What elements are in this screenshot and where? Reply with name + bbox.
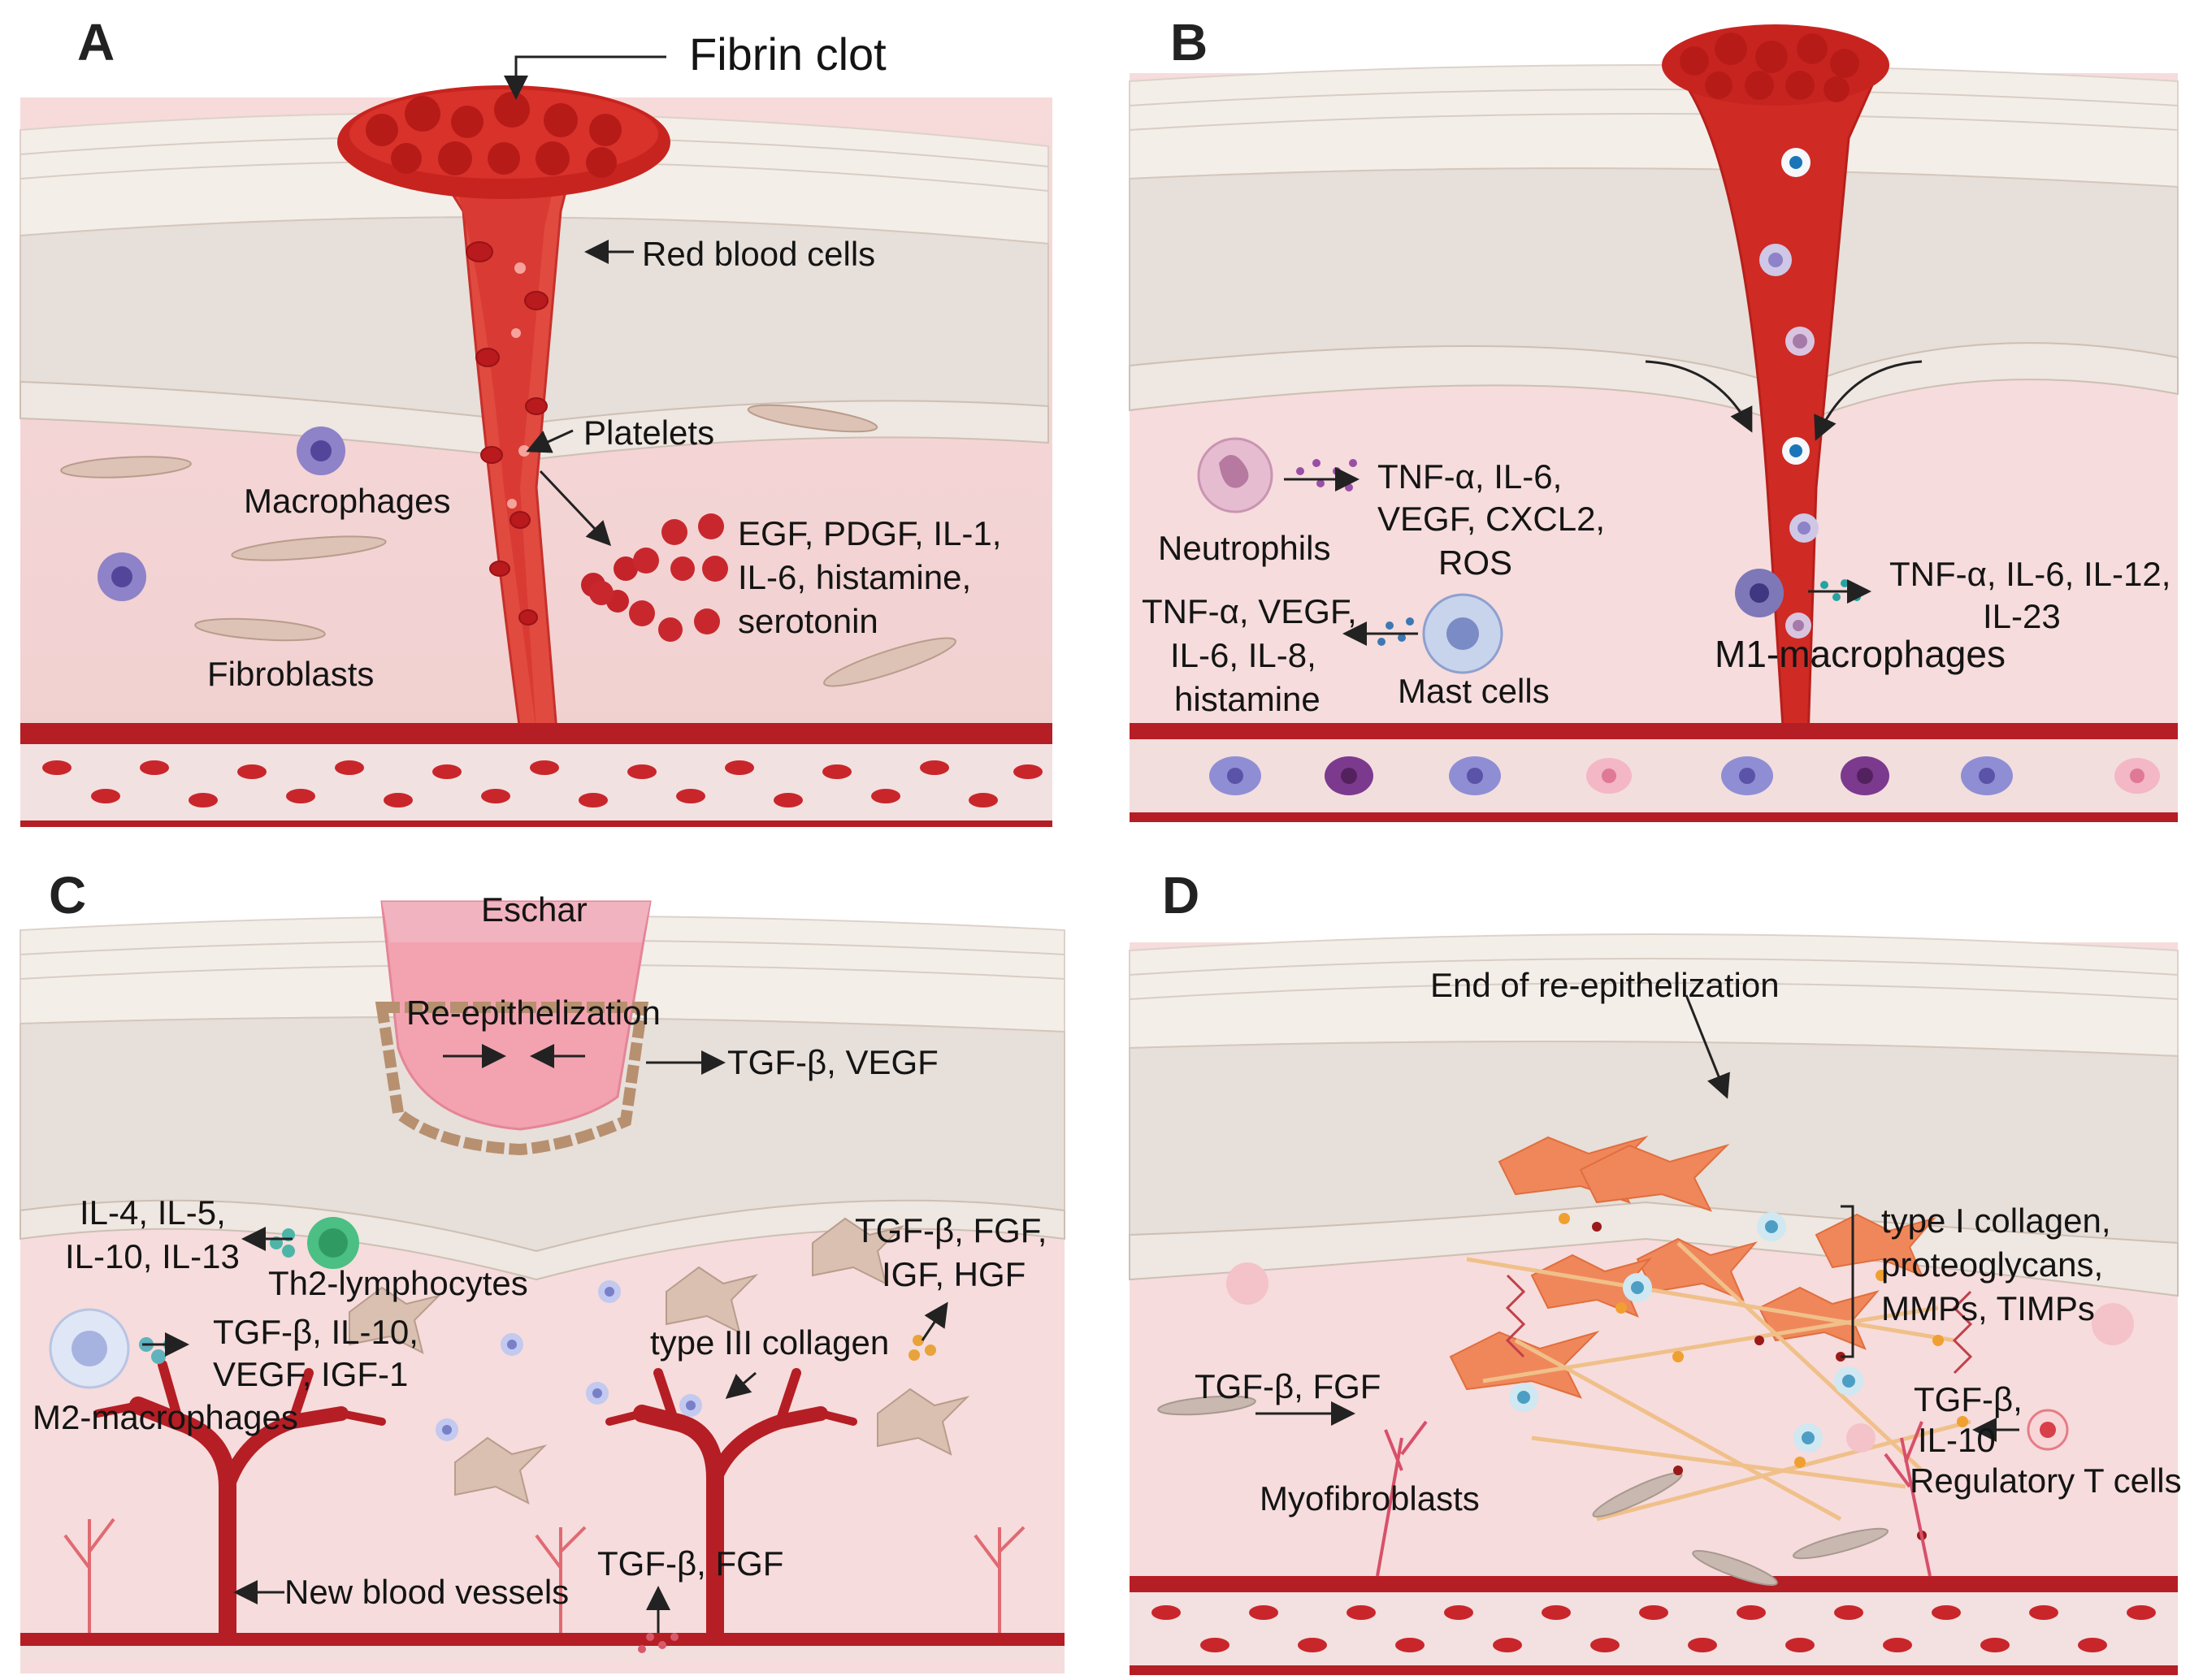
label-fibroblasts: Fibroblasts: [207, 655, 375, 693]
label-c-tgf-fgf: TGF-β, FGF: [597, 1544, 784, 1583]
panel-c: C Eschar Re-epithelization TGF-β, VEGF I…: [0, 853, 1081, 1680]
label-b-mast-factors-3: histamine: [1174, 680, 1321, 718]
label-end-reepithelization: End of re-epithelization: [1430, 966, 1780, 1004]
label-reepithelization: Re-epithelization: [406, 994, 661, 1032]
label-platelets: Platelets: [583, 414, 715, 452]
label-d-treg-factors-1: TGF-β,: [1914, 1380, 2023, 1418]
label-c-th2-factors-1: IL-4, IL-5,: [80, 1193, 226, 1232]
label-c-m2-factors-2: VEGF, IGF-1: [213, 1355, 409, 1393]
panel-label-c: C: [49, 866, 87, 924]
panel-b: B Neutrophils TNF-α, IL-6, VEGF, CXCL2, …: [1109, 0, 2190, 829]
panel-label-a: A: [77, 13, 115, 71]
label-eschar: Eschar: [481, 890, 588, 929]
panel-d: D End of re-epithelization type I collag…: [1109, 853, 2190, 1680]
label-d-ecm-3: MMPs, TIMPs: [1881, 1289, 2095, 1327]
label-b-neut-factors-1: TNF-α, IL-6,: [1377, 457, 1563, 496]
label-red-blood-cells: Red blood cells: [642, 235, 876, 273]
label-b-neut-factors-2: VEGF, CXCL2,: [1377, 500, 1606, 538]
label-macrophages: Macrophages: [244, 482, 451, 520]
label-regulatory-t-cells: Regulatory T cells: [1910, 1461, 2182, 1500]
label-b-m1-factors-2: IL-23: [1983, 597, 2061, 635]
label-c-fib-factors-2: IGF, HGF: [882, 1255, 1026, 1293]
label-myofibroblasts: Myofibroblasts: [1260, 1479, 1480, 1518]
label-b-mast-factors-2: IL-6, IL-8,: [1170, 636, 1316, 674]
label-m2-macrophages: M2-macrophages: [33, 1398, 298, 1436]
label-d-tgf-fgf: TGF-β, FGF: [1195, 1367, 1381, 1405]
label-d-treg-factors-2: IL-10: [1918, 1421, 1996, 1459]
label-th2-lymphocytes: Th2-lymphocytes: [268, 1264, 528, 1302]
panel-a-illustration: [20, 85, 1052, 827]
label-c-tgf-vegf: TGF-β, VEGF: [727, 1043, 939, 1081]
panel-label-b: B: [1170, 13, 1208, 71]
label-m1-macrophages: M1-macrophages: [1715, 633, 2006, 675]
panel-label-d: D: [1162, 866, 1200, 924]
label-b-mast-factors-1: TNF-α, VEGF,: [1142, 592, 1357, 630]
panel-b-illustration: [1129, 24, 2179, 822]
label-d-ecm-2: proteoglycans,: [1881, 1245, 2104, 1284]
label-c-m2-factors-1: TGF-β, IL-10,: [213, 1313, 418, 1351]
panel-a: A Fibrin clot Red blood cells Platelets …: [0, 0, 1081, 829]
label-fibrin-clot: Fibrin clot: [689, 28, 887, 80]
label-a-factors-1: EGF, PDGF, IL-1,: [738, 514, 1002, 552]
label-type3-collagen: type III collagen: [650, 1323, 890, 1362]
label-b-neut-factors-3: ROS: [1438, 543, 1513, 582]
label-b-m1-factors-1: TNF-α, IL-6, IL-12,: [1889, 555, 2171, 593]
label-c-fib-factors-1: TGF-β, FGF,: [855, 1211, 1047, 1249]
label-new-blood-vessels: New blood vessels: [284, 1573, 570, 1611]
label-mast-cells: Mast cells: [1398, 672, 1550, 710]
label-a-factors-3: serotonin: [738, 602, 878, 640]
label-c-th2-factors-2: IL-10, IL-13: [65, 1237, 240, 1275]
label-a-factors-2: IL-6, histamine,: [738, 558, 972, 596]
label-d-ecm-1: type I collagen,: [1881, 1202, 2111, 1240]
label-neutrophils: Neutrophils: [1158, 529, 1331, 567]
